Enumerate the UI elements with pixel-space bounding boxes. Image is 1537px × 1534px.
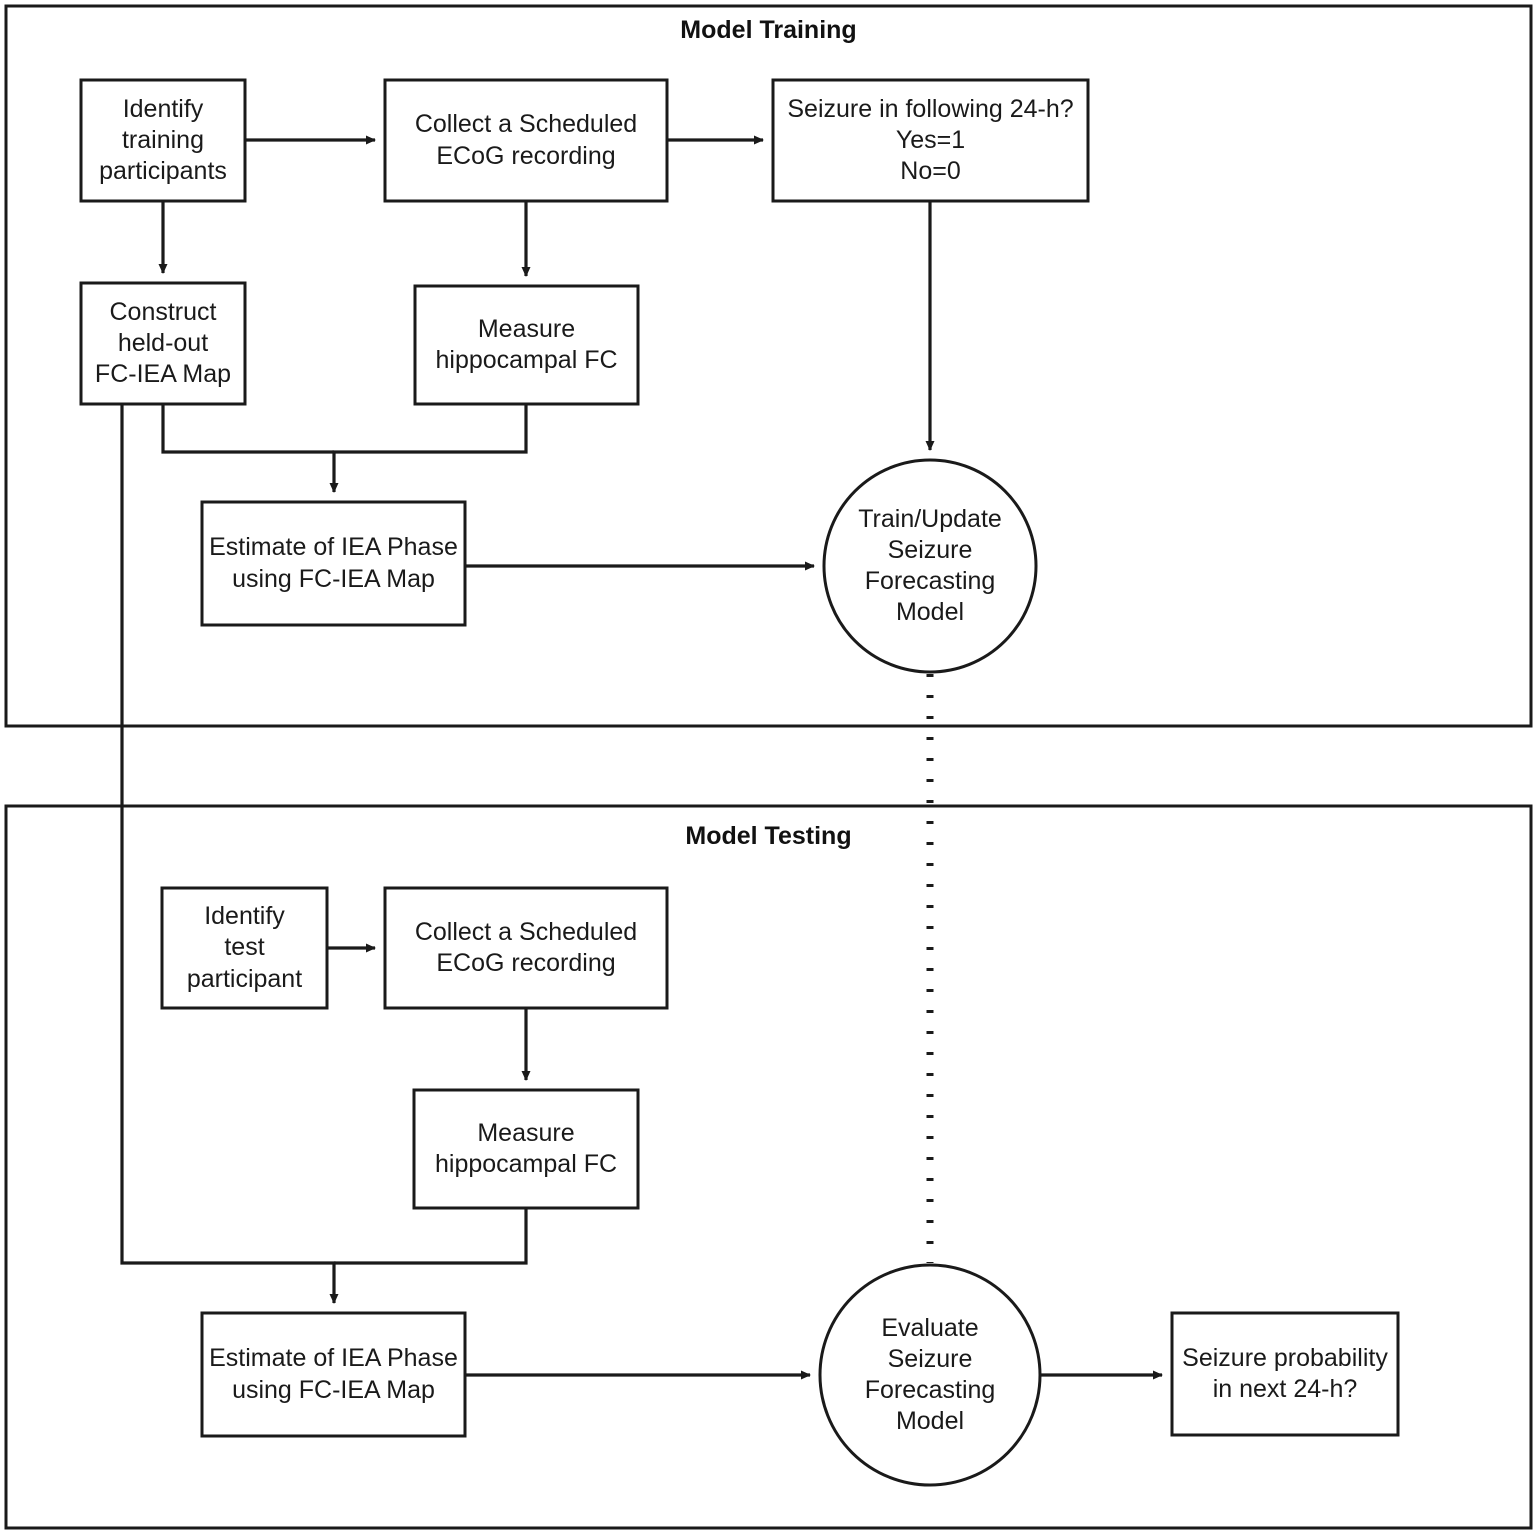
connector-construct-to-estimate-training xyxy=(161,404,334,454)
box-estimate-iea-phase-training xyxy=(200,500,467,627)
box-collect-ecog-testing xyxy=(383,886,669,1010)
box-construct-fc-iea-map xyxy=(79,281,247,406)
connector-measure-testing-to-estimate-testing xyxy=(334,1208,528,1265)
panel-border-model-testing xyxy=(4,804,1533,1530)
box-measure-fc-training xyxy=(413,284,640,406)
connector-measure-training-to-estimate xyxy=(329,404,528,493)
box-measure-fc-testing xyxy=(412,1088,640,1210)
panel-border-model-training xyxy=(4,4,1533,728)
panel-title-model-training: Model Training xyxy=(680,16,857,44)
box-identify-training-participants xyxy=(79,78,247,203)
circle-evaluate-model xyxy=(818,1263,1042,1487)
circle-train-update-model xyxy=(822,458,1038,674)
box-seizure-label xyxy=(771,78,1090,203)
connector-construct-to-estimate-testing xyxy=(120,404,339,1304)
box-seizure-probability xyxy=(1170,1311,1400,1437)
box-collect-ecog-training xyxy=(383,78,669,203)
panel-title-model-testing: Model Testing xyxy=(685,822,852,850)
box-estimate-iea-phase-testing xyxy=(200,1311,467,1438)
box-identify-test-participant xyxy=(160,886,329,1010)
